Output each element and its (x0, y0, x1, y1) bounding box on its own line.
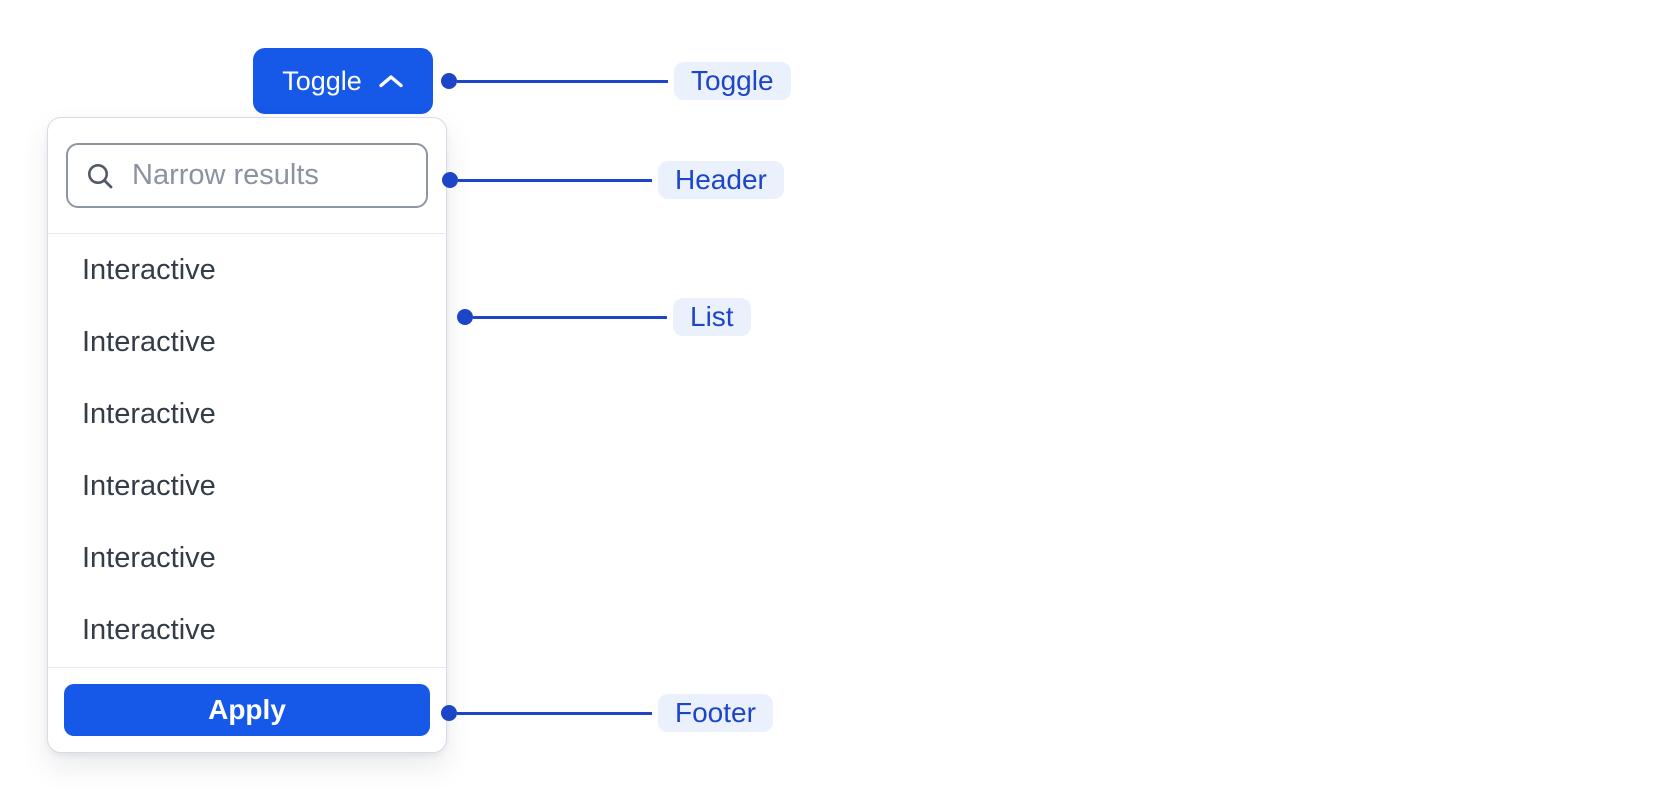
annotation-badge-toggle: Toggle (674, 62, 791, 100)
annotation-badge-list: List (673, 298, 751, 336)
connector-line (457, 79, 668, 83)
list-item[interactable]: Interactive (82, 397, 216, 430)
apply-button[interactable]: Apply (64, 684, 430, 736)
search-icon (85, 161, 115, 191)
connector-dot (441, 73, 457, 89)
annotation-header: Header (442, 161, 784, 199)
dropdown-footer: Apply (48, 667, 446, 752)
connector-line (473, 315, 667, 319)
annotation-toggle: Toggle (441, 62, 791, 100)
connector-dot (457, 309, 473, 325)
list-item[interactable]: Interactive (82, 325, 216, 358)
annotation-list: List (457, 298, 751, 336)
chevron-up-icon (378, 73, 404, 89)
list-item[interactable]: Interactive (82, 253, 216, 286)
connector-dot (442, 172, 458, 188)
annotation-badge-footer: Footer (658, 694, 773, 732)
options-list: Interactive Interactive Interactive Inte… (48, 234, 446, 667)
list-item[interactable]: Interactive (82, 470, 216, 503)
connector-line (457, 711, 652, 715)
annotation-badge-header: Header (658, 161, 784, 199)
dropdown-header (48, 118, 446, 234)
list-item[interactable]: Interactive (82, 614, 216, 647)
toggle-button[interactable]: Toggle (253, 48, 433, 114)
search-input[interactable] (130, 158, 409, 193)
dropdown-panel: Interactive Interactive Interactive Inte… (47, 117, 447, 753)
toggle-button-label: Toggle (282, 65, 362, 96)
list-item[interactable]: Interactive (82, 542, 216, 575)
connector-line (458, 178, 652, 182)
annotation-footer: Footer (441, 694, 773, 732)
search-box[interactable] (66, 143, 428, 208)
connector-dot (441, 705, 457, 721)
